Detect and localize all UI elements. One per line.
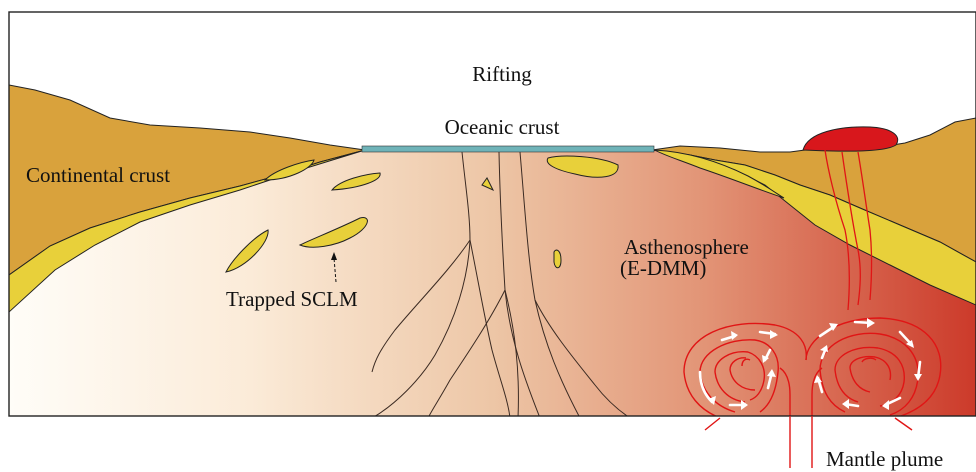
rifting-label: Rifting [472, 62, 532, 86]
mantle-plume-label: Mantle plume [826, 447, 943, 471]
oceanic-crust [362, 146, 654, 152]
asthenosphere-subtitle-label: (E-DMM) [620, 256, 706, 280]
oceanic-crust-label: Oceanic crust [445, 115, 560, 139]
sclm-lens [554, 250, 561, 268]
trapped-sclm-label: Trapped SCLM [226, 287, 358, 311]
continental-crust-label: Continental crust [26, 163, 170, 187]
